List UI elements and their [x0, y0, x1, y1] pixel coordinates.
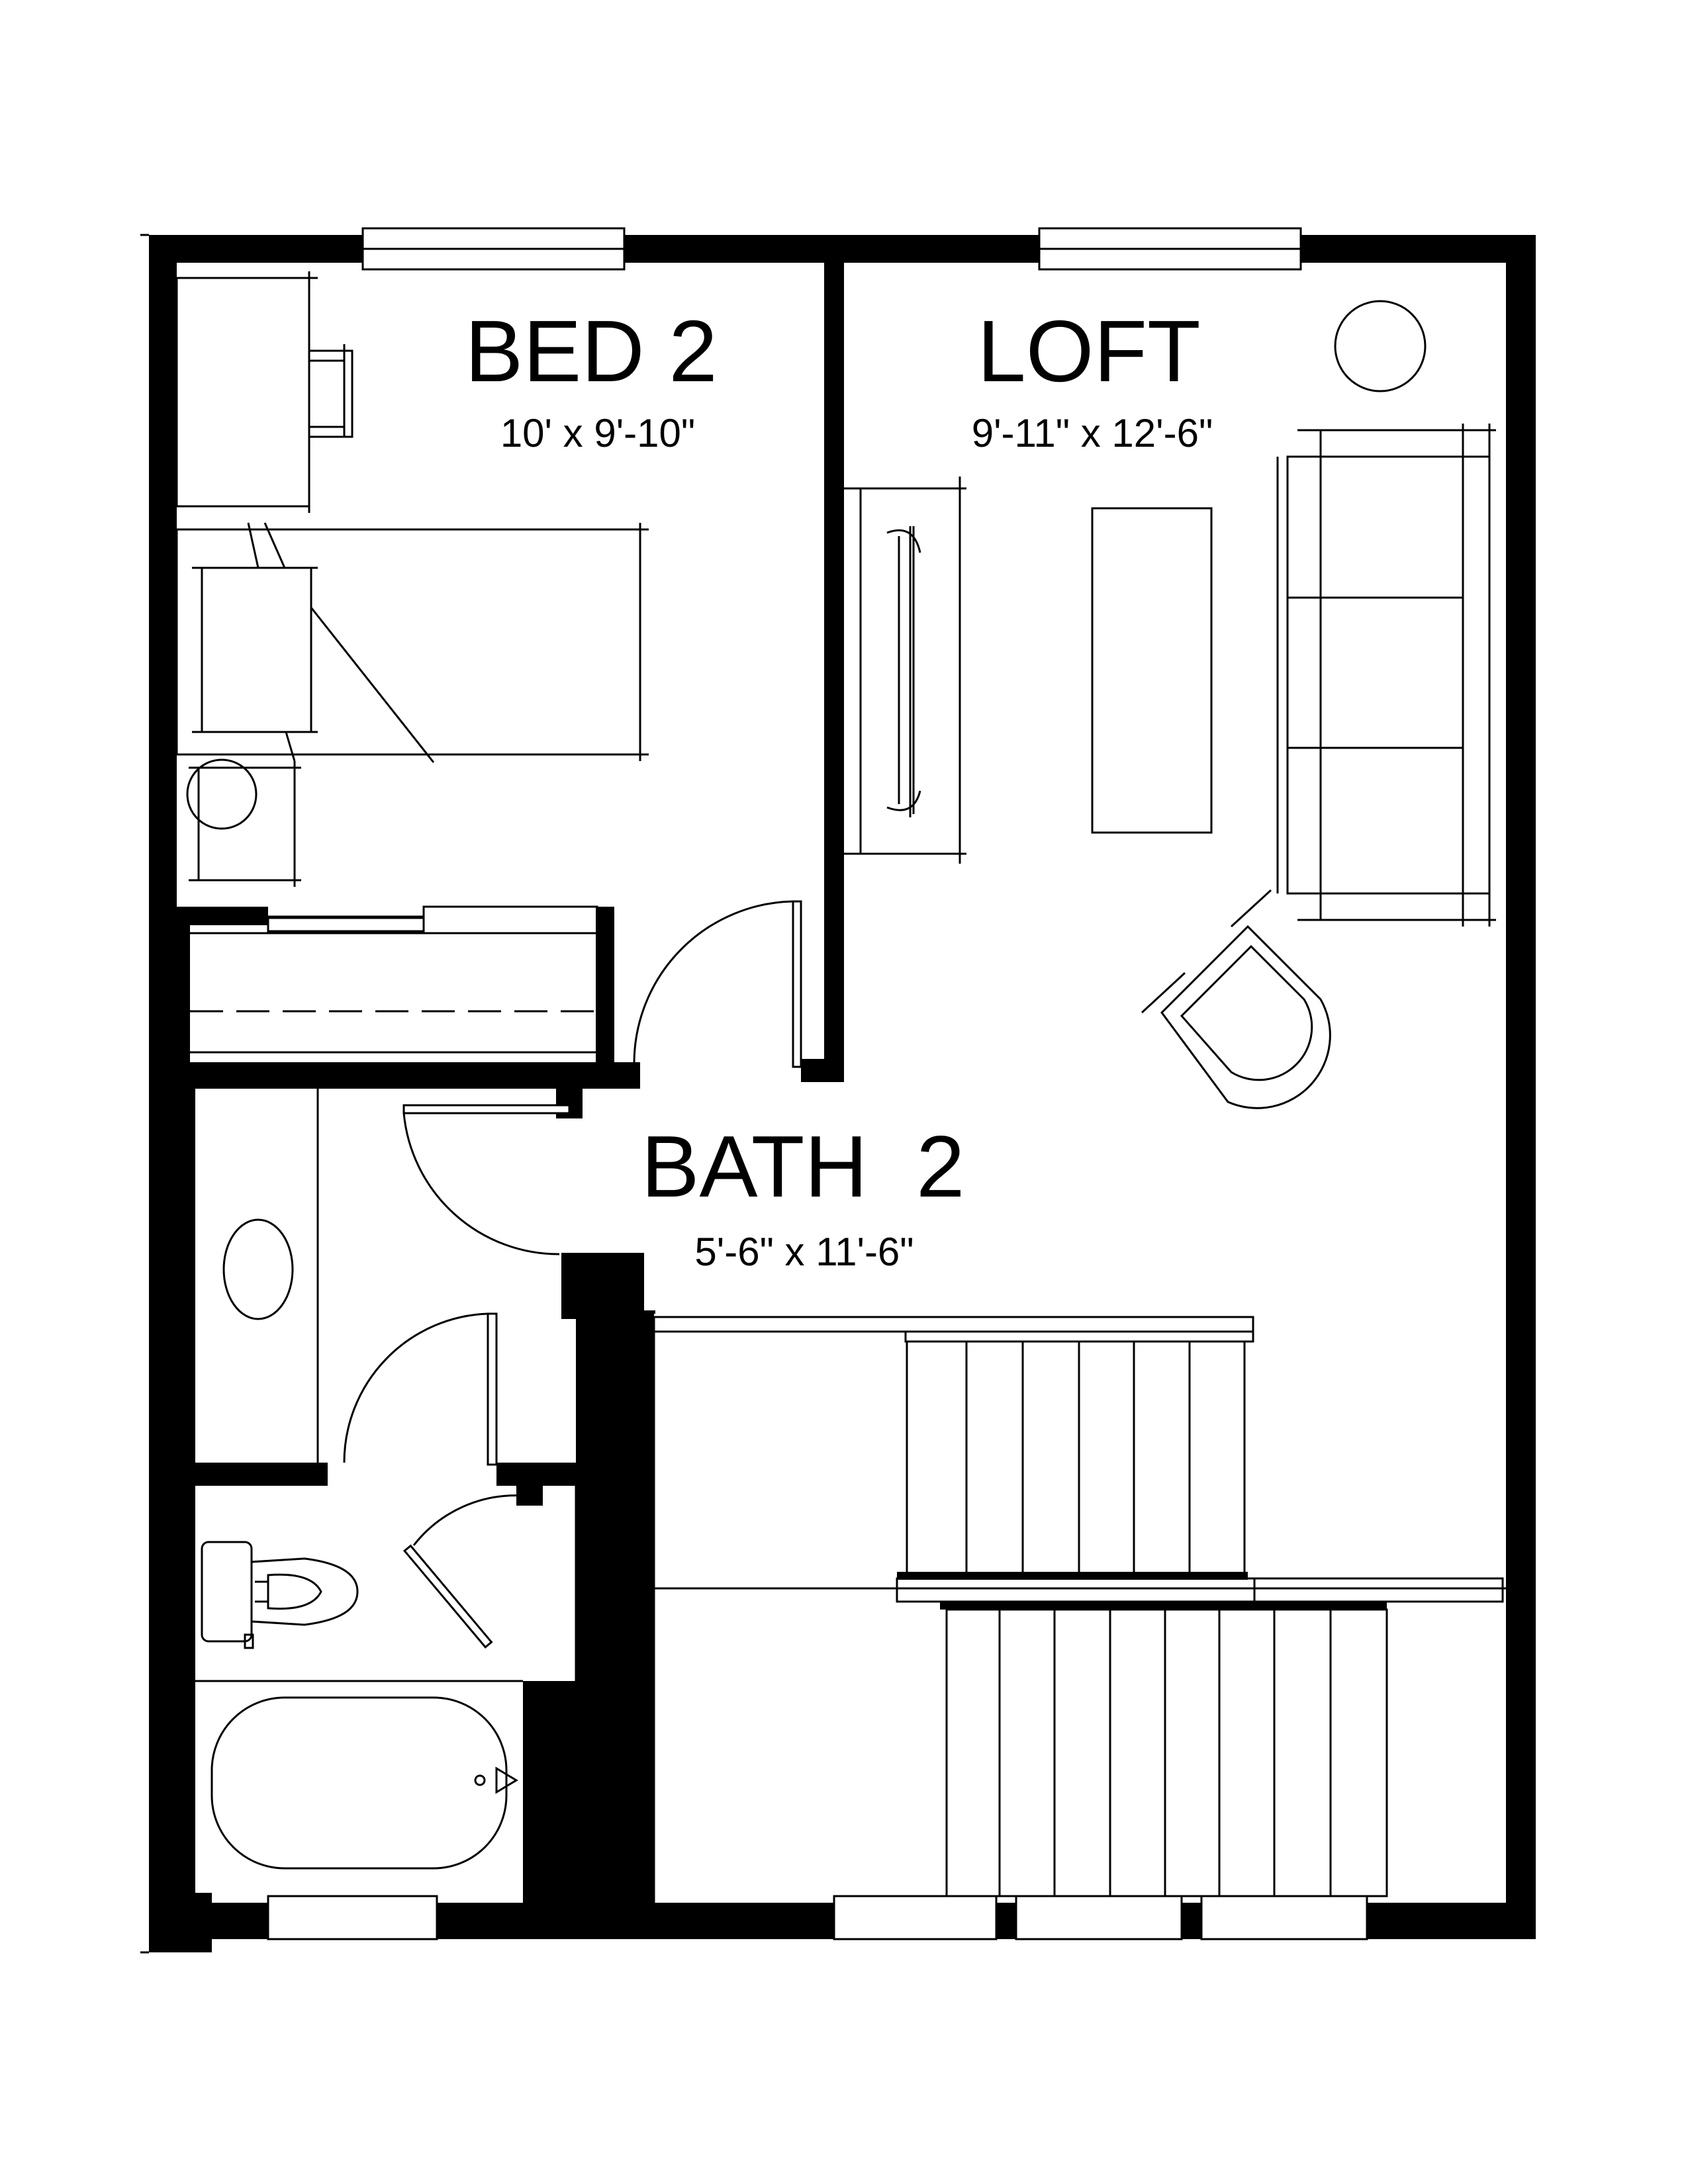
bathtub [211, 1696, 508, 1870]
door-bed2[interactable] [792, 900, 802, 1068]
wall-bed-closet-top [177, 907, 268, 925]
loft-furniture [844, 300, 1496, 1109]
coffee-table [1091, 507, 1213, 834]
tub-faucet [495, 1766, 518, 1794]
desk [175, 277, 310, 508]
room-name-bath2: BATH 2 [641, 1118, 964, 1215]
window-stair-3 [1200, 1895, 1368, 1940]
bed [175, 528, 641, 756]
door-bath[interactable] [402, 1104, 571, 1115]
tub-drain [474, 1774, 486, 1786]
sofa [1286, 455, 1464, 895]
pillow [201, 567, 312, 733]
toilet-tank [201, 1541, 253, 1643]
doors [343, 900, 802, 1649]
wall-closet-bottom [177, 1062, 640, 1089]
room-name-loft: LOFT [977, 302, 1200, 400]
wall-left [149, 235, 177, 1939]
wall-bath-core [576, 1314, 654, 1903]
nightstand [197, 766, 296, 882]
wall-bed-loft [824, 263, 844, 1082]
door-wc[interactable] [403, 1544, 493, 1649]
bed2-furniture [169, 271, 649, 887]
sink [222, 1218, 294, 1320]
windows [267, 227, 1368, 1940]
room-dim-loft: 9'-11" x 12'-6" [972, 411, 1213, 455]
side-table [1334, 300, 1427, 392]
room-dim-bath2: 5'-6" x 11'-6" [694, 1230, 914, 1274]
stairs [653, 1316, 1506, 1903]
window-bath [267, 1895, 438, 1940]
door-linen[interactable] [487, 1312, 498, 1466]
toilet-bowl [250, 1557, 359, 1626]
bath-fixtures [195, 1089, 640, 1870]
interior-walls [177, 263, 844, 1903]
closet [190, 905, 598, 1054]
wall-right [1506, 235, 1536, 1939]
room-dim-bed2: 10' x 9'-10" [500, 411, 695, 455]
linen-shelf [575, 1484, 640, 1682]
desk-chair [308, 349, 353, 438]
armchair [1141, 889, 1331, 1109]
wall-top [149, 235, 1536, 263]
room-name-bed2: BED 2 [465, 302, 718, 400]
window-stair-1 [833, 1895, 998, 1940]
window-stair-2 [1015, 1895, 1183, 1940]
nightstand-lamp [186, 758, 258, 830]
